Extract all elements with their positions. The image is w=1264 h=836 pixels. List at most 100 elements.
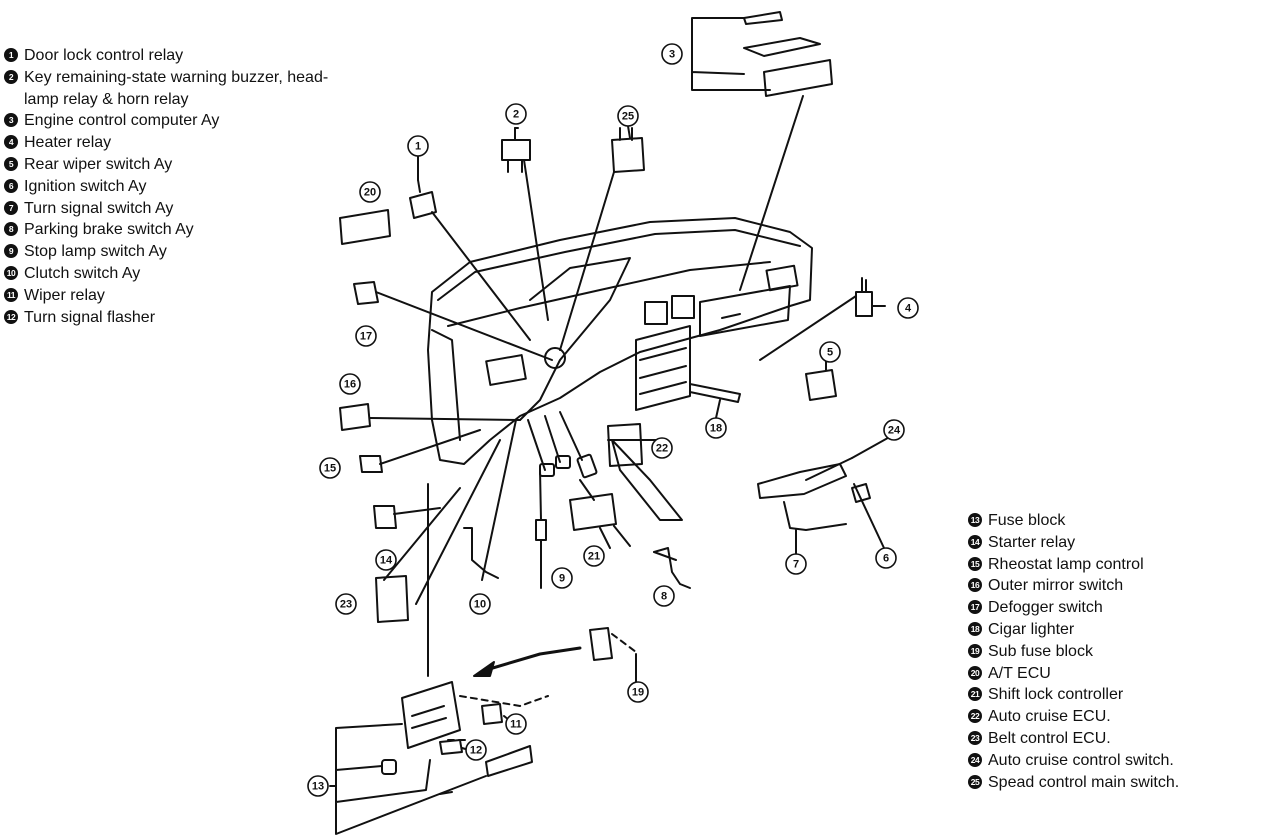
legend-number-badge: 8 bbox=[4, 222, 18, 237]
callout-15: 15 bbox=[319, 457, 341, 479]
callout-circle bbox=[883, 419, 905, 441]
dashboard-outline bbox=[427, 217, 813, 465]
legend-number-badge: 13 bbox=[968, 513, 982, 527]
legend-number-badge: 18 bbox=[968, 621, 982, 636]
part-21-shift-lock bbox=[569, 493, 631, 549]
pedal-2 bbox=[555, 455, 571, 469]
legend-label: Ignition switch Ay bbox=[24, 177, 147, 195]
legend-label: Turn signal switch Ay bbox=[24, 199, 174, 217]
dashboard-side bbox=[431, 329, 461, 441]
pedal-arm-3 bbox=[559, 411, 583, 461]
callout-24: 24 bbox=[883, 419, 905, 441]
legend-item: 25 Spead control main switch. bbox=[968, 772, 1179, 794]
legend-number-badge: 5 bbox=[4, 156, 18, 171]
legend-number-badge: 7 bbox=[4, 200, 18, 215]
part-25-speed-main-switch bbox=[611, 127, 645, 173]
callout-number: 20 bbox=[364, 187, 376, 199]
legend-number-badge: 4 bbox=[4, 135, 18, 150]
legend-label: Wiper relay bbox=[24, 286, 105, 304]
legend-label: Defogger switch bbox=[988, 599, 1103, 617]
callout-circle bbox=[653, 585, 675, 607]
legend-number-badge: 12 bbox=[4, 309, 18, 324]
legend-number-badge: 9 bbox=[4, 244, 18, 259]
legend-label: Auto cruise control switch. bbox=[988, 751, 1174, 769]
callout-circle bbox=[705, 417, 727, 439]
callout-circle bbox=[359, 181, 381, 203]
callout-number: 6 bbox=[883, 553, 889, 565]
callout-2: 2 bbox=[505, 103, 527, 125]
callout-number: 10 bbox=[474, 599, 486, 611]
steering-column bbox=[519, 257, 631, 421]
callout-10: 10 bbox=[469, 593, 491, 615]
callout-7: 7 bbox=[785, 553, 807, 575]
callout-number: 21 bbox=[588, 551, 600, 563]
callout-circle bbox=[375, 549, 397, 571]
legend-number-badge: 16 bbox=[968, 578, 982, 593]
legend-label: Door lock control relay bbox=[24, 47, 184, 64]
callout-17: 17 bbox=[355, 325, 377, 347]
callout-circle bbox=[355, 325, 377, 347]
callout-number: 15 bbox=[324, 463, 336, 475]
callout-number: 9 bbox=[559, 573, 565, 585]
legend-label: Fuse block bbox=[988, 512, 1066, 529]
callout-number: 7 bbox=[793, 559, 799, 571]
callout-16: 16 bbox=[339, 373, 361, 395]
part-16-mirror-switch bbox=[339, 403, 371, 431]
arrow-to-sub-fuse bbox=[484, 646, 582, 672]
part-8-parking-brake-switch bbox=[653, 547, 691, 589]
part-2-buzzer-relay bbox=[501, 127, 531, 173]
callout-12: 12 bbox=[465, 739, 487, 761]
callout-21: 21 bbox=[583, 545, 605, 567]
legend-item: 5 Rear wiper switch Ay bbox=[4, 154, 328, 176]
dashboard-lower-edge bbox=[447, 261, 771, 327]
callout-number: 1 bbox=[415, 141, 421, 153]
callout-number: 24 bbox=[888, 425, 901, 437]
left-vent bbox=[485, 354, 527, 386]
legend-label: Auto cruise ECU. bbox=[988, 708, 1111, 726]
legend-label: Rear wiper switch Ay bbox=[24, 155, 173, 173]
callout-circle bbox=[339, 373, 361, 395]
legend-label: Starter relay bbox=[988, 533, 1076, 551]
legend-number-badge: 25 bbox=[968, 774, 982, 789]
callout-number: 5 bbox=[827, 347, 833, 359]
callout-20: 20 bbox=[359, 181, 381, 203]
callout-number: 25 bbox=[622, 111, 634, 123]
callout-circle bbox=[661, 43, 683, 65]
callout-circle bbox=[505, 713, 527, 735]
callout-number: 19 bbox=[632, 687, 644, 699]
legend-label: Spead control main switch. bbox=[988, 773, 1180, 791]
part-24-auto-cruise-switch bbox=[805, 457, 853, 481]
leader-lines bbox=[329, 95, 896, 787]
part-22-auto-cruise-ecu bbox=[607, 423, 643, 467]
legend-number-badge: 17 bbox=[968, 600, 982, 615]
part-20-at-ecu bbox=[339, 209, 391, 245]
part-7-turn-signal-switch bbox=[757, 463, 847, 531]
callout-circle bbox=[465, 739, 487, 761]
callout-number: 8 bbox=[661, 591, 667, 603]
callout-circle bbox=[785, 553, 807, 575]
callout-circle bbox=[627, 681, 649, 703]
callout-number: 14 bbox=[380, 555, 393, 567]
callout-18: 18 bbox=[705, 417, 727, 439]
part-6-ignition-switch bbox=[851, 483, 871, 503]
callout-9: 9 bbox=[551, 567, 573, 589]
callout-number: 3 bbox=[669, 49, 675, 61]
part-17-defogger-switch bbox=[353, 281, 379, 305]
legend-item: 7 Turn signal switch Ay bbox=[4, 198, 328, 220]
callout-11: 11 bbox=[505, 713, 527, 735]
legend-label: A/T ECU bbox=[988, 664, 1051, 682]
